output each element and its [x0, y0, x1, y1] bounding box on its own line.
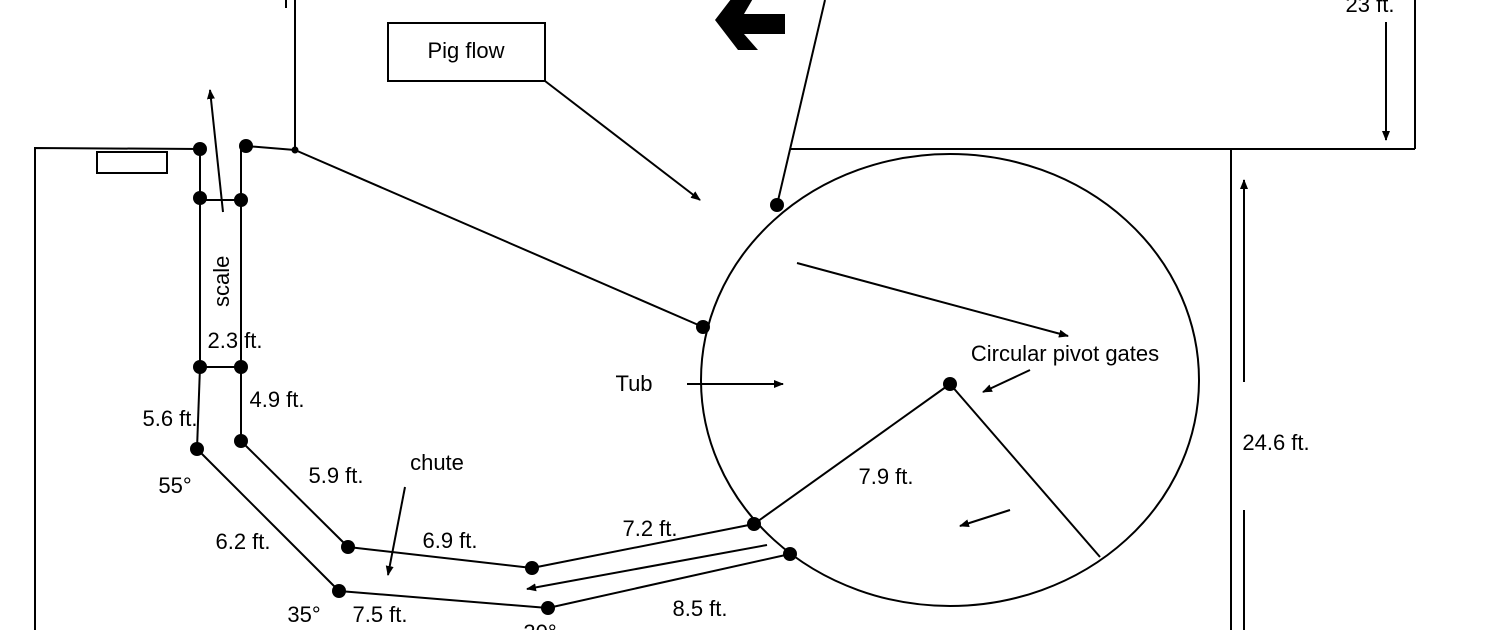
angle-55: 55°	[158, 473, 191, 498]
joint-dot	[234, 193, 248, 207]
joint-dot	[193, 360, 207, 374]
dimension-labels: 2.3 ft. 4.9 ft. 5.6 ft. 55° 6.2 ft. 5.9 …	[142, 328, 727, 630]
dim-2-3-ft: 2.3 ft.	[207, 328, 262, 353]
joint-dot	[234, 434, 248, 448]
joint-dot	[193, 142, 207, 156]
dim-6-9-ft: 6.9 ft.	[422, 528, 477, 553]
joints	[190, 139, 957, 615]
scale-label: scale	[209, 256, 234, 307]
alley-wall	[294, 149, 704, 328]
chute-flow-arrow	[526, 544, 768, 592]
pivot-dot	[943, 377, 957, 391]
chute	[196, 366, 791, 609]
exit-arrow	[206, 89, 224, 213]
scale: scale	[199, 89, 242, 368]
dim-8-5-ft: 8.5 ft.	[672, 596, 727, 621]
tub-label: Tub	[615, 371, 652, 396]
circular-pivot-gates-label: Circular pivot gates	[971, 341, 1159, 366]
joint-dot	[291, 146, 299, 154]
dim-6-2-ft: 6.2 ft.	[215, 529, 270, 554]
dim-23-ft: 23 ft.	[1346, 0, 1395, 17]
joint-dot	[783, 547, 797, 561]
pivot-gate	[753, 383, 951, 525]
joint-dot	[525, 561, 539, 575]
joint-dot	[193, 191, 207, 205]
joint-dot	[239, 139, 253, 153]
joint-dot	[747, 517, 761, 531]
dim-5-9-ft: 5.9 ft.	[308, 463, 363, 488]
angle-30: 30°	[523, 620, 556, 630]
joint-dot	[541, 601, 555, 615]
flow-direction-arrow-icon	[715, 0, 785, 50]
joint-dot	[696, 320, 710, 334]
pig-flow-label: Pig flow	[427, 38, 504, 63]
dim-7-2-ft: 7.2 ft.	[622, 516, 677, 541]
dim-5-6-ft: 5.6 ft.	[142, 406, 197, 431]
joint-dot	[190, 442, 204, 456]
angle-35: 35°	[287, 602, 320, 627]
pig-flow-callout: Pig flow	[387, 22, 701, 201]
tub: Tub Circular pivot gates 7.9 ft.	[615, 153, 1200, 607]
chute-label: chute	[410, 450, 464, 475]
pivot-gate	[949, 383, 1101, 558]
chute-pointer-arrow	[385, 486, 406, 576]
joint-dot	[332, 584, 346, 598]
joint-dot	[770, 198, 784, 212]
joint-dot	[341, 540, 355, 554]
dim-4-9-ft: 4.9 ft.	[249, 387, 304, 412]
dim-24-6-ft: 24.6 ft.	[1242, 430, 1309, 455]
left-building	[34, 0, 704, 630]
dim-7-5-ft: 7.5 ft.	[352, 602, 407, 627]
right-building: 23 ft. 24.6 ft.	[790, 0, 1416, 630]
joint-dot	[234, 360, 248, 374]
scale-indicator-box	[96, 151, 168, 174]
dim-7-9-ft: 7.9 ft.	[858, 464, 913, 489]
